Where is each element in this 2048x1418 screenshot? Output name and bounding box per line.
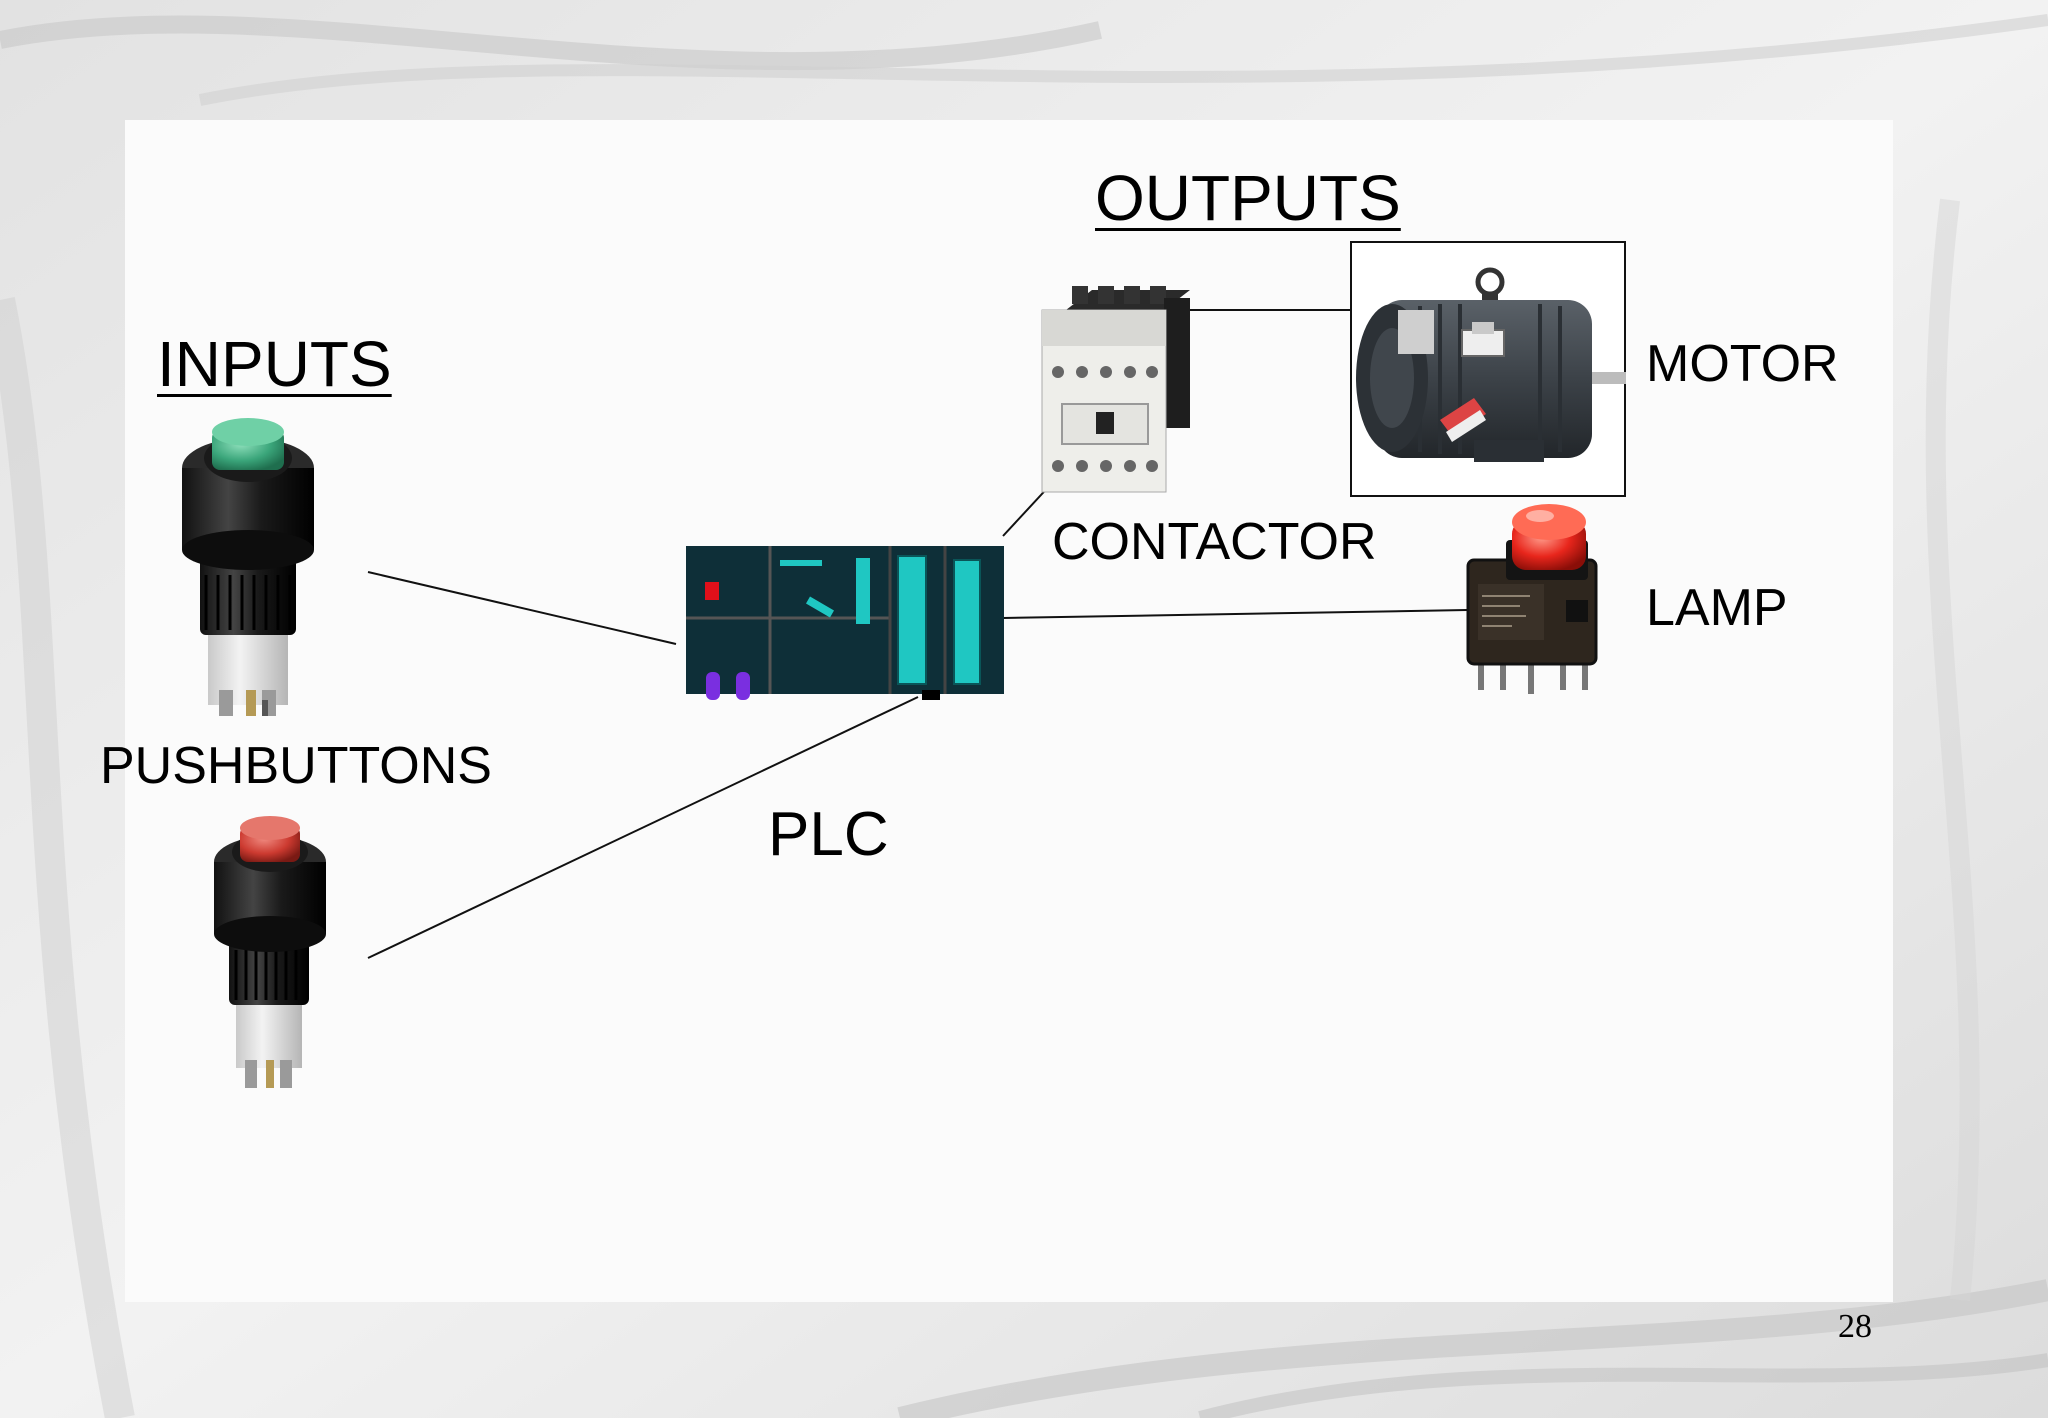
pushbuttons-label: PUSHBUTTONS xyxy=(100,737,492,795)
contactor-icon xyxy=(1041,286,1190,493)
outputs-heading: OUTPUTS xyxy=(1095,162,1401,234)
plc-label: PLC xyxy=(768,800,889,869)
content-panel xyxy=(125,120,1893,1302)
inputs-heading: INPUTS xyxy=(157,328,392,400)
lamp-label: LAMP xyxy=(1646,579,1788,637)
wire-green-pushbutton-to-plc xyxy=(367,571,677,645)
motor-label: MOTOR xyxy=(1646,335,1839,393)
plc-icon xyxy=(686,546,1004,700)
red-pushbutton-icon xyxy=(214,816,326,1088)
contactor-label: CONTACTOR xyxy=(1052,513,1377,571)
wiring xyxy=(367,309,1468,959)
green-pushbutton-icon xyxy=(182,418,314,716)
page-number: 28 xyxy=(1838,1308,1872,1345)
wire-plc-to-lamp xyxy=(1002,609,1468,619)
wire-red-pushbutton-to-plc xyxy=(367,696,919,959)
motor-icon xyxy=(1350,241,1626,497)
lamp-icon xyxy=(1466,504,1598,694)
